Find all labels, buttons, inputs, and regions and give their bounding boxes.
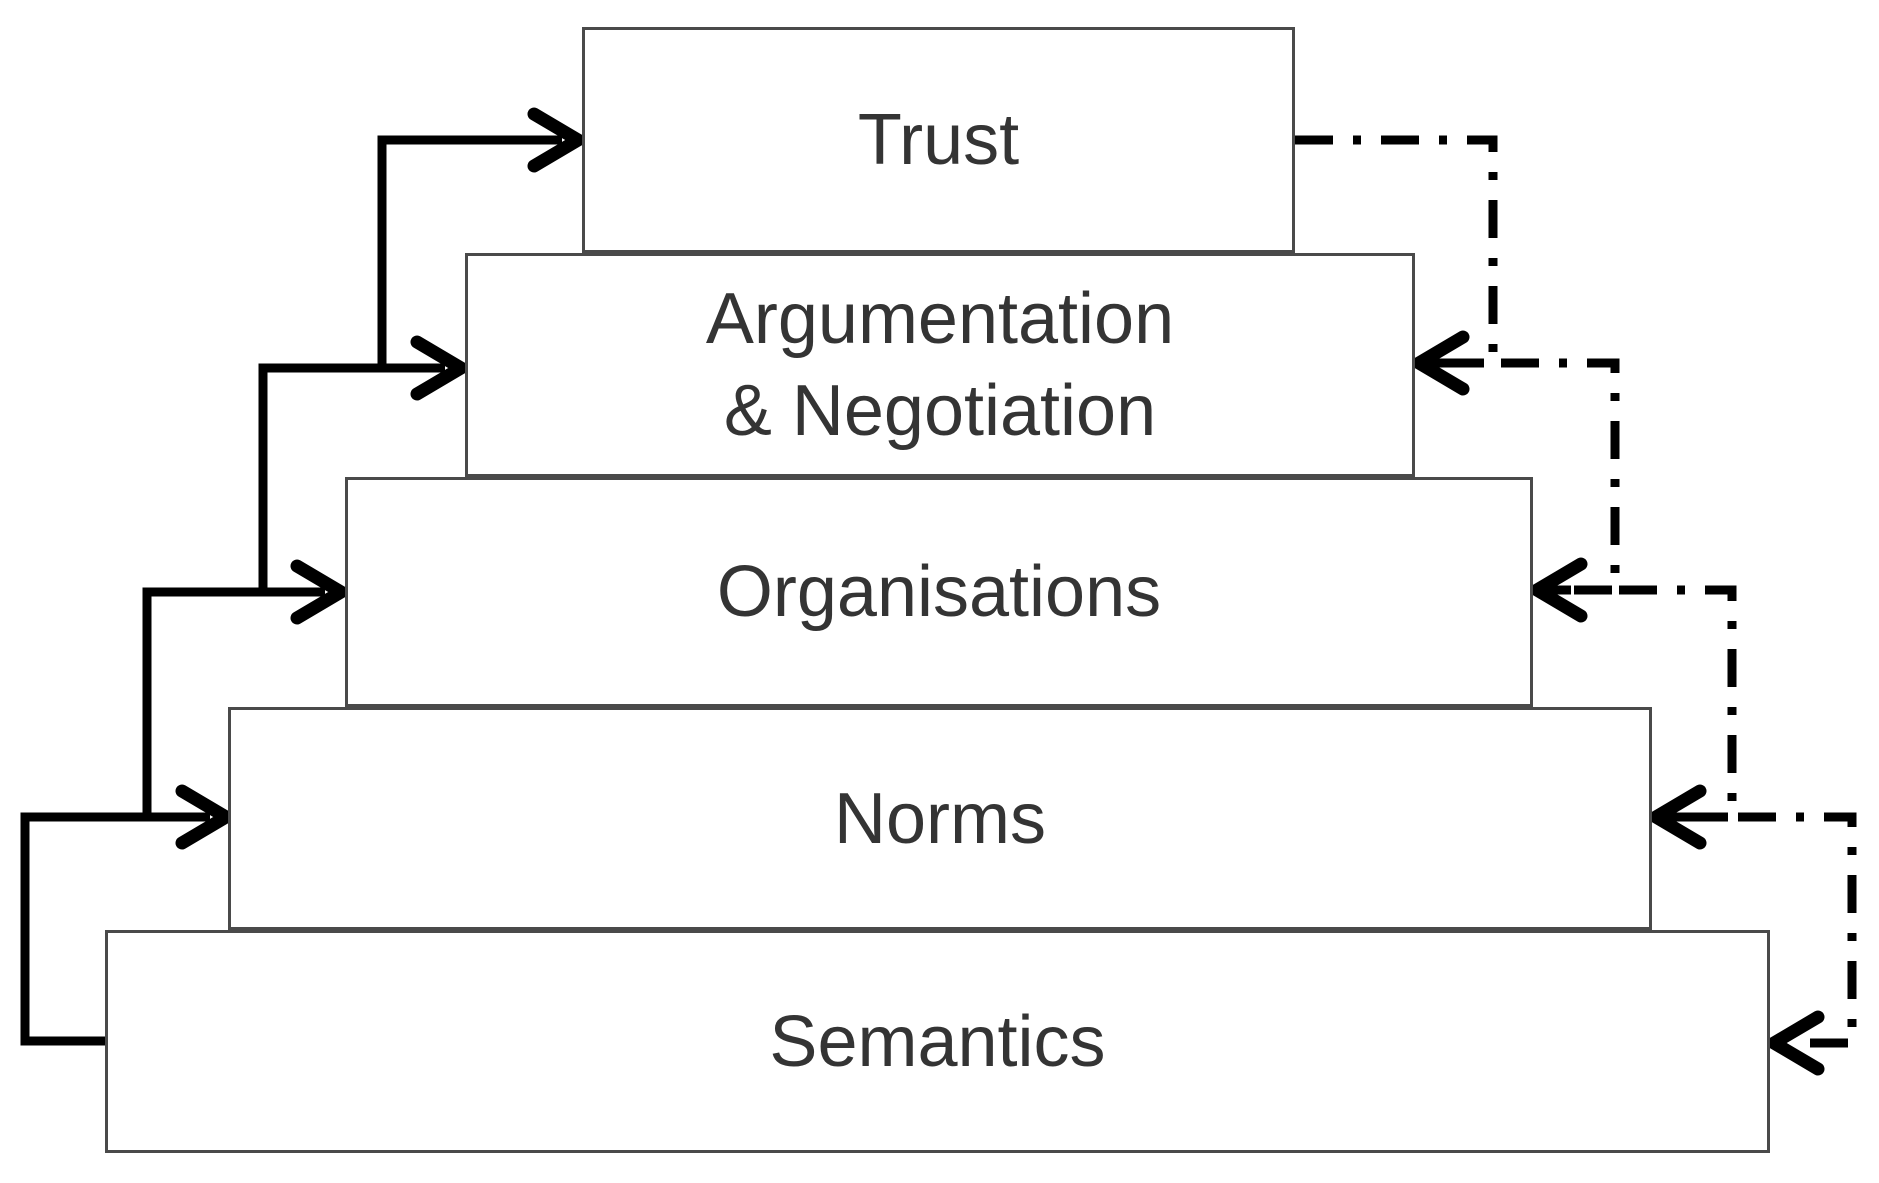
connector-organisations-to-norms-arrowhead-icon xyxy=(1643,784,1707,850)
layer-box-argumentation-negotiation: Argumentation & Negotiation xyxy=(465,253,1415,477)
layer-label-trust: Trust xyxy=(857,100,1020,180)
layer-label-norms: Norms xyxy=(834,778,1046,859)
connector-argumentation-to-organisations-arrowhead-icon xyxy=(1524,557,1588,623)
connector-trust-to-argumentation-arrowhead-icon xyxy=(1406,330,1470,396)
connector-argumentation-to-trust-arrowhead-icon xyxy=(527,107,591,173)
layer-box-trust: Trust xyxy=(582,27,1295,253)
connector-semantics-to-norms-arrowhead-icon xyxy=(175,784,239,850)
layer-box-norms: Norms xyxy=(228,707,1652,930)
connector-organisations-to-argumentation-arrowhead-icon xyxy=(410,335,474,401)
connector-norms-to-organisations-arrowhead-icon xyxy=(290,559,354,625)
layer-box-semantics: Semantics xyxy=(105,930,1770,1153)
layer-label-organisations: Organisations xyxy=(716,552,1162,632)
layer-box-organisations: Organisations xyxy=(345,477,1533,707)
layer-label-argumentation-line1: Argumentation xyxy=(705,279,1175,359)
connector-norms-to-semantics-arrowhead-icon xyxy=(1761,1010,1825,1076)
layer-label-argumentation-line2: & Negotiation xyxy=(723,371,1157,451)
layer-label-semantics: Semantics xyxy=(769,1001,1106,1082)
